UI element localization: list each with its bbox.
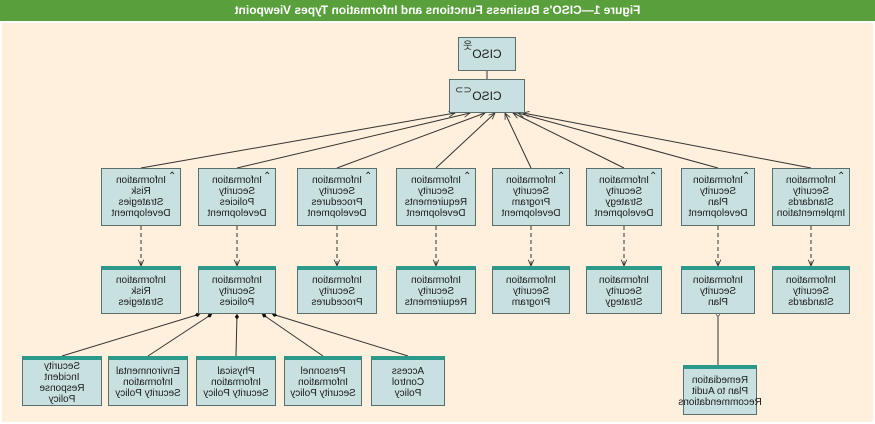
function-box-standards: Information Security Standards Implement…: [772, 168, 850, 226]
figure-title-bar: Figure 1—CISO's Business Functions and I…: [0, 0, 875, 21]
function-box-program: Information Security Program Development…: [492, 168, 570, 226]
object-box-risk: Information Risk Strategies: [101, 266, 181, 314]
function-chevron-icon: ⌃: [648, 171, 657, 182]
function-chevron-icon: ⌃: [836, 171, 845, 182]
policy-box-access-control: Access Control Policy: [371, 356, 445, 406]
assignment-connector: [513, 113, 625, 169]
object-box-program: Information Security Program: [492, 266, 570, 314]
assignment-connector: [518, 113, 719, 169]
function-box-risk: Information Risk Strategies Development …: [101, 168, 181, 226]
policy-box-personnel: Personnel Information Security Policy: [284, 356, 362, 406]
object-box-policies: Information Security Policies: [198, 266, 276, 314]
assignment-connector: [236, 113, 470, 169]
policy-box-physical: Physical Information Security Policy: [196, 356, 276, 406]
policy-label: Security Incident Response Policy: [39, 360, 85, 405]
function-box-policies: Information Security Policies Developmen…: [198, 168, 276, 226]
object-label: Information Security Plan: [692, 275, 744, 308]
policy-box-incident-response: Security Incident Response Policy: [22, 356, 102, 406]
role-icon: ⊂⊃: [455, 85, 472, 96]
ciso-actor-box: CISO 웃: [458, 37, 516, 71]
policy-label: Access Control Policy: [391, 366, 425, 399]
object-label: Information Security Policies: [211, 275, 263, 308]
assignment-connector: [504, 113, 532, 169]
object-label: Information Security Program: [505, 275, 557, 308]
function-chevron-icon: ⌃: [741, 171, 750, 182]
function-chevron-icon: ⌃: [556, 171, 565, 182]
function-chevron-icon: ⌃: [262, 171, 271, 182]
function-box-procedures: Information Security Procedures Developm…: [297, 168, 377, 226]
policy-box-environmental: Environmental Information Security Polic…: [108, 356, 188, 406]
policy-label: Personnel Information Security Policy: [290, 366, 356, 399]
function-chevron-icon: ⌃: [363, 171, 372, 182]
function-box-plan: Information Security Plan Development ⌃: [681, 168, 755, 226]
assignment-connector: [523, 113, 812, 169]
function-box-requirements: Information Security Requirements Develo…: [396, 168, 476, 226]
object-label: Information Security Procedures: [311, 275, 363, 308]
actor-stick-figure-icon: 웃: [463, 41, 473, 52]
remediation-box: Remediation Plan to Audit Recommendation…: [678, 365, 762, 415]
assignment-connector: [435, 113, 495, 169]
function-box-strategy: Information Security Strategy Developmen…: [586, 168, 662, 226]
object-box-procedures: Information Security Procedures: [297, 266, 377, 314]
assignment-connector: [140, 113, 455, 169]
policy-label: Physical Information Security Policy: [203, 366, 269, 399]
composition-connector: [271, 312, 409, 357]
object-label: Information Risk Strategies: [115, 275, 167, 308]
composition-connector: [261, 313, 324, 357]
object-label: Information Security Requirements: [404, 275, 468, 308]
composition-connector: [234, 313, 240, 357]
remediation-label: Remediation Plan to Audit Recommendation…: [678, 375, 762, 408]
composition-connector: [61, 312, 201, 357]
ciso-role-box: CISO ⊂⊃: [449, 79, 525, 113]
object-label: Information Security Standards: [785, 275, 837, 308]
policy-label: Environmental Information Security Polic…: [115, 366, 181, 399]
object-box-plan: Information Security Plan: [681, 266, 755, 314]
object-label: Information Security Strategy: [598, 275, 650, 308]
assignment-connector: [336, 113, 485, 169]
composition-connector: [147, 313, 213, 357]
object-box-strategy: Information Security Strategy: [586, 266, 662, 314]
object-box-requirements: Information Security Requirements: [396, 266, 476, 314]
object-box-standards: Information Security Standards: [772, 266, 850, 314]
function-chevron-icon: ⌃: [167, 171, 176, 182]
function-chevron-icon: ⌃: [462, 171, 471, 182]
